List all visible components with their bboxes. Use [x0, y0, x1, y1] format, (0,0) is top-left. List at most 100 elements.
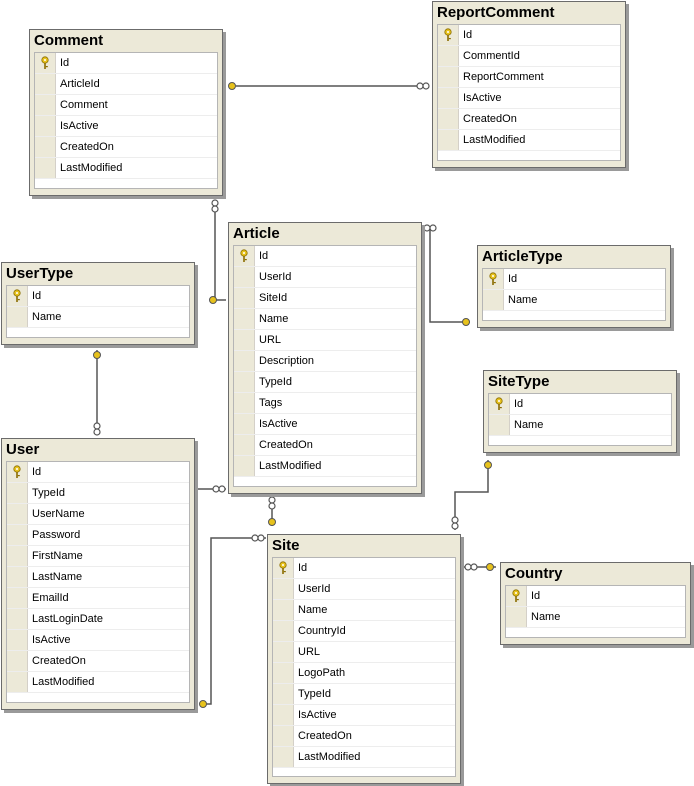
rel-comment-article — [214, 200, 226, 301]
column-name: Description — [259, 355, 315, 367]
row-selector — [35, 95, 56, 115]
row-selector — [35, 116, 56, 136]
column-row[interactable]: CreatedOn — [273, 726, 455, 747]
column-row[interactable]: ArticleId — [35, 74, 217, 95]
row-selector — [7, 588, 28, 608]
column-row[interactable]: LastModified — [35, 158, 217, 179]
column-row[interactable]: Id — [483, 269, 665, 290]
table-title: User — [2, 439, 194, 461]
column-row[interactable]: UserId — [234, 267, 416, 288]
row-selector — [234, 414, 255, 434]
row-selector — [7, 651, 28, 671]
column-row[interactable]: CreatedOn — [438, 109, 620, 130]
many-end-marker — [93, 422, 101, 430]
row-selector — [35, 158, 56, 178]
column-row[interactable]: ReportComment — [438, 67, 620, 88]
column-row[interactable]: CountryId — [273, 621, 455, 642]
column-row[interactable]: LastModified — [234, 456, 416, 477]
column-name: IsActive — [463, 92, 502, 104]
column-row[interactable]: Name — [489, 415, 671, 436]
column-row[interactable]: Id — [234, 246, 416, 267]
table-title: Comment — [30, 30, 222, 52]
column-row[interactable]: Id — [7, 286, 189, 307]
column-row[interactable]: IsActive — [7, 630, 189, 651]
column-row[interactable]: Name — [483, 290, 665, 311]
column-row[interactable]: LastModified — [438, 130, 620, 151]
column-name: Id — [531, 590, 541, 602]
primary-key-icon — [13, 465, 21, 478]
column-name: Id — [298, 562, 308, 574]
column-row[interactable]: Id — [273, 558, 455, 579]
column-row[interactable]: LastLoginDate — [7, 609, 189, 630]
row-selector — [483, 290, 504, 310]
column-row[interactable]: TypeId — [234, 372, 416, 393]
column-row[interactable]: LastModified — [7, 672, 189, 693]
column-name: TypeId — [259, 376, 293, 388]
column-row[interactable]: LogoPath — [273, 663, 455, 684]
column-row[interactable]: IsActive — [273, 705, 455, 726]
column-row[interactable]: SiteId — [234, 288, 416, 309]
column-row[interactable]: Name — [506, 607, 685, 628]
column-row[interactable]: Id — [7, 462, 189, 483]
column-row[interactable]: CreatedOn — [234, 435, 416, 456]
column-name: TypeId — [298, 688, 332, 700]
column-name: Name — [531, 611, 561, 623]
column-row[interactable]: Name — [7, 307, 189, 328]
column-row[interactable]: Name — [234, 309, 416, 330]
column-row[interactable]: Id — [438, 25, 620, 46]
key-end-marker — [199, 700, 207, 708]
column-row[interactable]: EmailId — [7, 588, 189, 609]
column-row[interactable]: CreatedOn — [7, 651, 189, 672]
row-selector — [35, 53, 56, 73]
column-row[interactable]: Comment — [35, 95, 217, 116]
row-selector — [7, 483, 28, 503]
column-row[interactable]: CommentId — [438, 46, 620, 67]
column-row[interactable]: LastModified — [273, 747, 455, 768]
column-name: CreatedOn — [32, 655, 86, 667]
column-row[interactable]: Name — [273, 600, 455, 621]
column-row[interactable]: FirstName — [7, 546, 189, 567]
column-name: Name — [259, 313, 289, 325]
key-end-marker — [209, 296, 217, 304]
table-title: ReportComment — [433, 2, 625, 24]
column-row[interactable]: Id — [506, 586, 685, 607]
column-row[interactable]: UserName — [7, 504, 189, 525]
column-row[interactable]: URL — [273, 642, 455, 663]
column-row[interactable]: IsActive — [438, 88, 620, 109]
many-end-marker — [211, 199, 219, 207]
column-name: LastModified — [463, 134, 526, 146]
column-row[interactable]: URL — [234, 330, 416, 351]
column-name: TypeId — [32, 487, 66, 499]
column-row[interactable]: Password — [7, 525, 189, 546]
row-selector — [438, 88, 459, 108]
primary-key-icon — [444, 28, 452, 41]
column-row[interactable]: LastName — [7, 567, 189, 588]
column-name: IsActive — [298, 709, 337, 721]
column-row[interactable]: IsActive — [35, 116, 217, 137]
column-row[interactable]: CreatedOn — [35, 137, 217, 158]
column-row[interactable]: UserId — [273, 579, 455, 600]
column-name: LastLoginDate — [32, 613, 103, 625]
column-row[interactable]: TypeId — [7, 483, 189, 504]
row-selector — [489, 415, 510, 435]
column-row[interactable]: Id — [35, 53, 217, 74]
key-end-marker — [484, 461, 492, 469]
column-row[interactable]: Tags — [234, 393, 416, 414]
row-selector — [273, 663, 294, 683]
column-name: IsActive — [259, 418, 298, 430]
column-row[interactable]: Description — [234, 351, 416, 372]
column-row[interactable]: Id — [489, 394, 671, 415]
column-row[interactable]: TypeId — [273, 684, 455, 705]
column-row[interactable]: IsActive — [234, 414, 416, 435]
